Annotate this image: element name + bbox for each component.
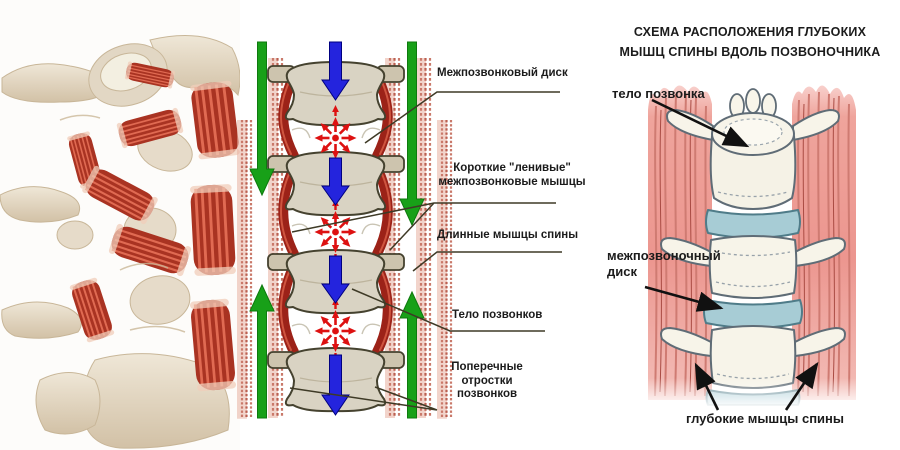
leader-lines bbox=[289, 91, 562, 411]
label-vertebral-bodies: Тело позвонков bbox=[452, 309, 543, 321]
green-traction-arrows bbox=[249, 41, 425, 419]
label-deep-back-muscles: глубокие мышцы спины bbox=[685, 411, 844, 426]
short-muscle-bundles bbox=[278, 75, 393, 357]
label-transverse-processes: Поперечные отростки позвонков bbox=[451, 361, 523, 401]
label-intervertebral-disc-right: межпозвоночный диск bbox=[607, 248, 721, 280]
label-vertebra-body-right: тело позвонка bbox=[612, 86, 705, 101]
annotation-arrows bbox=[644, 98, 819, 411]
bottom-fade bbox=[640, 378, 860, 408]
middle-spine-load-diagram bbox=[230, 41, 562, 450]
right-deep-muscles-diagram bbox=[640, 85, 860, 411]
disc-fiber-arcs bbox=[291, 127, 381, 335]
label-intervertebral-disc: Межпозвонковый диск bbox=[437, 67, 568, 79]
red-pressure-starbursts bbox=[315, 105, 357, 364]
bone-highlights bbox=[59, 114, 186, 333]
blue-compression-arrows bbox=[321, 41, 350, 416]
right-panel-title: СХЕМА РАСПОЛОЖЕНИЯ ГЛУБОКИХ МЫШЦ СПИНЫ В… bbox=[619, 25, 881, 59]
left-anatomy-illustration bbox=[0, 0, 240, 450]
label-long-back-muscles: Длинные мышцы спины bbox=[437, 229, 579, 241]
label-short-lazy-muscles: Короткие "ленивые" межпозвонковые мышцы bbox=[438, 162, 586, 188]
